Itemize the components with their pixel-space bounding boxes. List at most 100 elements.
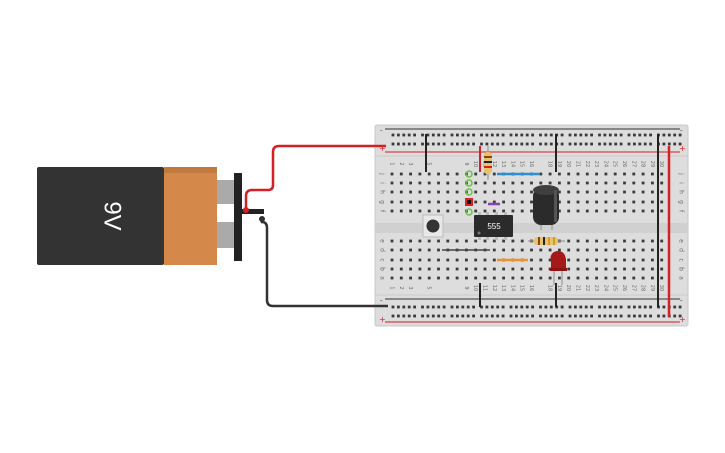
rail-hole-3-3[interactable] xyxy=(402,314,406,318)
hole-b-6[interactable] xyxy=(437,267,440,271)
hole-e-6[interactable] xyxy=(437,239,440,243)
rail-hole-0-5[interactable] xyxy=(413,133,416,137)
rail-hole-1-48[interactable] xyxy=(667,142,671,146)
hole-a-10[interactable] xyxy=(474,276,478,280)
hole-a-22[interactable] xyxy=(585,276,589,280)
hole-h-16[interactable] xyxy=(530,190,533,194)
hole-b-26[interactable] xyxy=(623,267,626,271)
hole-i-25[interactable] xyxy=(613,181,617,185)
rail-hole-1-17[interactable] xyxy=(485,142,489,146)
rail-hole-0-35[interactable] xyxy=(590,133,593,137)
hole-d-21[interactable] xyxy=(576,248,580,252)
hole-h-3[interactable] xyxy=(409,190,412,194)
hole-d-25[interactable] xyxy=(613,248,617,252)
rail-hole-1-15[interactable] xyxy=(472,142,475,146)
hole-c-17[interactable] xyxy=(539,258,543,262)
hole-b-20[interactable] xyxy=(567,267,571,271)
hole-i-14[interactable] xyxy=(511,181,515,185)
hole-c-26[interactable] xyxy=(623,258,626,262)
rail-hole-1-41[interactable] xyxy=(627,142,631,146)
hole-a-16[interactable] xyxy=(530,276,533,280)
rail-hole-0-44[interactable] xyxy=(643,133,647,137)
rail-hole-0-28[interactable] xyxy=(549,133,553,137)
rail-hole-2-43[interactable] xyxy=(638,305,642,309)
rail-hole-2-21[interactable] xyxy=(509,305,513,309)
hole-b-15[interactable] xyxy=(520,267,524,271)
rail-hole-2-49[interactable] xyxy=(673,305,677,309)
rail-hole-2-20[interactable] xyxy=(501,305,505,309)
hole-c-5[interactable] xyxy=(427,258,431,262)
rail-hole-3-18[interactable] xyxy=(490,314,494,318)
rail-hole-3-5[interactable] xyxy=(413,314,416,318)
hole-a-1[interactable] xyxy=(390,276,394,280)
rail-hole-3-38[interactable] xyxy=(608,314,612,318)
hole-d-18[interactable] xyxy=(548,248,552,252)
hole-b-28[interactable] xyxy=(641,267,645,271)
hole-d-22[interactable] xyxy=(585,248,589,252)
rail-hole-0-18[interactable] xyxy=(490,133,494,137)
rail-hole-0-34[interactable] xyxy=(584,133,588,137)
hole-h-15[interactable] xyxy=(520,190,524,194)
hole-a-15[interactable] xyxy=(520,276,524,280)
hole-d-13[interactable] xyxy=(502,248,505,252)
hole-e-29[interactable] xyxy=(651,239,654,243)
hole-e-24[interactable] xyxy=(604,239,608,243)
hole-e-21[interactable] xyxy=(576,239,580,243)
resistor-vertical[interactable] xyxy=(484,146,492,180)
rail-hole-1-25[interactable] xyxy=(531,142,534,146)
hole-j-19[interactable] xyxy=(558,172,561,176)
push-button[interactable] xyxy=(422,214,444,238)
hole-a-14[interactable] xyxy=(511,276,515,280)
rail-hole-0-2[interactable] xyxy=(397,133,400,137)
hole-h-7[interactable] xyxy=(446,190,450,194)
hole-f-25[interactable] xyxy=(613,209,617,213)
hole-i-29[interactable] xyxy=(651,181,654,185)
hole-d-2[interactable] xyxy=(399,248,403,252)
hole-b-12[interactable] xyxy=(492,267,496,271)
rail-hole-2-11[interactable] xyxy=(450,305,454,309)
hole-g-23[interactable] xyxy=(595,200,598,204)
hole-h-28[interactable] xyxy=(641,190,645,194)
hole-h-26[interactable] xyxy=(623,190,626,194)
rail-hole-3-21[interactable] xyxy=(509,314,513,318)
hole-j-24[interactable] xyxy=(604,172,608,176)
hole-g-19[interactable] xyxy=(558,200,561,204)
rail-hole-3-10[interactable] xyxy=(442,314,446,318)
rail-hole-1-36[interactable] xyxy=(598,142,601,146)
rail-hole-1-24[interactable] xyxy=(525,142,529,146)
rail-hole-3-22[interactable] xyxy=(515,314,518,318)
rail-hole-2-40[interactable] xyxy=(619,305,623,309)
hole-a-26[interactable] xyxy=(623,276,626,280)
hole-f-19[interactable] xyxy=(558,209,561,213)
hole-g-13[interactable] xyxy=(502,200,505,204)
hole-g-11[interactable] xyxy=(483,200,487,204)
hole-g-22[interactable] xyxy=(585,200,589,204)
rail-hole-1-34[interactable] xyxy=(584,142,588,146)
hole-d-15[interactable] xyxy=(520,248,524,252)
rail-hole-0-4[interactable] xyxy=(407,133,411,137)
hole-e-26[interactable] xyxy=(623,239,626,243)
rail-hole-0-26[interactable] xyxy=(539,133,542,137)
rail-hole-3-27[interactable] xyxy=(544,314,548,318)
hole-d-20[interactable] xyxy=(567,248,571,252)
hole-d-24[interactable] xyxy=(604,248,608,252)
hole-a-21[interactable] xyxy=(576,276,580,280)
hole-g-12[interactable] xyxy=(492,200,496,204)
hole-i-13[interactable] xyxy=(502,181,505,185)
hole-f-10[interactable] xyxy=(474,209,478,213)
battery-9v[interactable]: 9V xyxy=(37,167,264,265)
rail-hole-2-22[interactable] xyxy=(515,305,518,309)
hole-b-29[interactable] xyxy=(651,267,654,271)
rail-hole-3-23[interactable] xyxy=(520,314,524,318)
hole-g-20[interactable] xyxy=(567,200,571,204)
hole-h-19[interactable] xyxy=(558,190,561,194)
rail-hole-3-26[interactable] xyxy=(539,314,542,318)
hole-j-8[interactable] xyxy=(455,172,459,176)
rail-hole-0-37[interactable] xyxy=(603,133,607,137)
rail-hole-2-26[interactable] xyxy=(539,305,542,309)
rail-hole-1-28[interactable] xyxy=(549,142,553,146)
rail-hole-0-45[interactable] xyxy=(649,133,652,137)
hole-f-5[interactable] xyxy=(427,209,431,213)
hole-d-6[interactable] xyxy=(437,248,440,252)
